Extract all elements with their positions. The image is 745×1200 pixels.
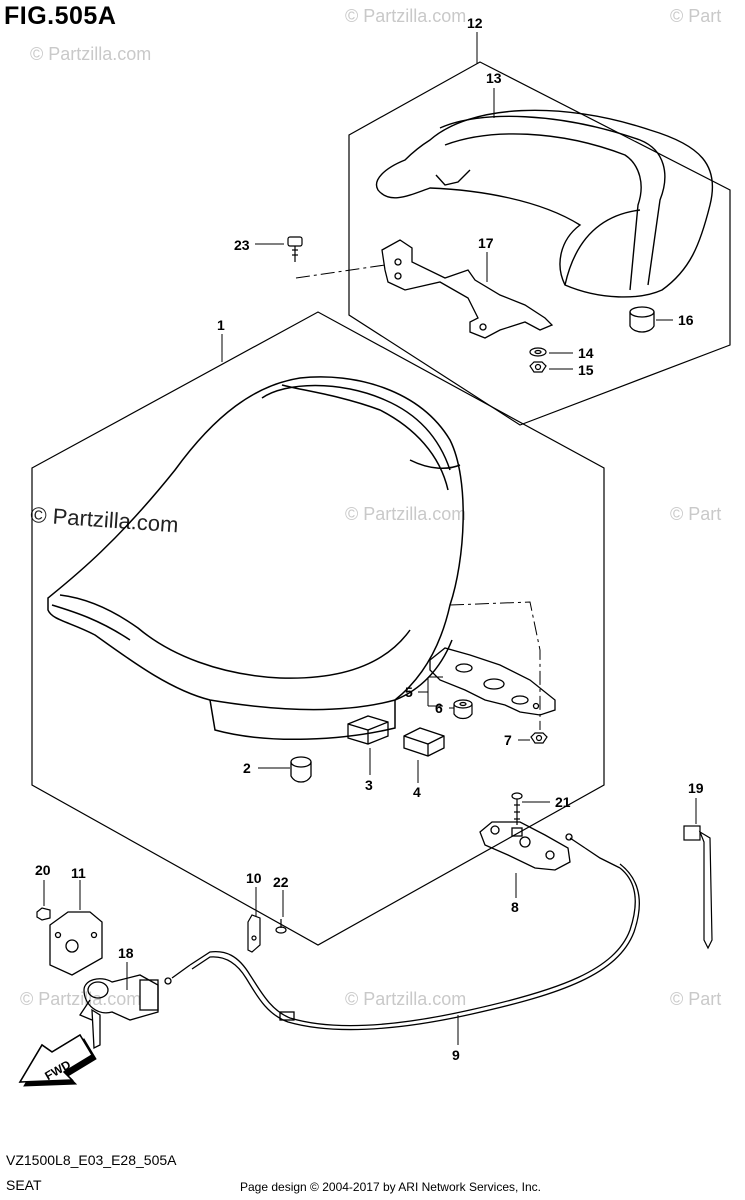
cushion-6	[453, 699, 473, 720]
watermark-bottom-left: © Partzilla.com	[20, 989, 141, 1009]
callout-11: 11	[71, 865, 86, 881]
callout-18: 18	[118, 945, 134, 961]
callout-12: 12	[467, 15, 483, 31]
callout-22: 22	[273, 874, 289, 890]
watermark-top-left: © Partzilla.com	[30, 44, 151, 64]
cushion-16	[629, 306, 655, 333]
cushion-2	[290, 756, 312, 783]
watermark-bottom-right: © Part	[670, 989, 721, 1009]
bracket-11	[49, 911, 103, 976]
callout-4: 4	[413, 784, 421, 800]
callout-20: 20	[35, 862, 51, 878]
bolt-23	[287, 236, 303, 262]
watermark-group: © Partzilla.com © Part © Partzilla.com ©…	[20, 6, 721, 1009]
bolt-23-dash	[295, 264, 386, 279]
front-seat	[47, 376, 464, 741]
watermark-top-center: © Partzilla.com	[345, 6, 466, 26]
screw-20	[36, 907, 51, 921]
nut-15	[529, 361, 547, 373]
callout-13: 13	[486, 70, 502, 86]
pad-4	[403, 727, 445, 757]
callout-2: 2	[243, 760, 251, 776]
screw-22	[275, 919, 287, 934]
section-name: SEAT	[6, 1177, 42, 1193]
plate-5	[429, 647, 556, 716]
callout-7: 7	[504, 732, 512, 748]
rear-seat-bracket	[381, 239, 554, 339]
seat-lock-set	[79, 974, 159, 1050]
watermark-bottom-center: © Partzilla.com	[345, 989, 466, 1009]
callout-labels: 12 13 23 17 1 16 14 15 5 6 7 2 3 4 21 8 …	[35, 15, 704, 1063]
model-code: VZ1500L8_E03_E28_505A	[6, 1152, 177, 1168]
callout-16: 16	[678, 312, 694, 328]
fwd-arrow: FWD	[18, 1033, 97, 1087]
watermark-mid-center: © Partzilla.com	[345, 504, 466, 524]
figure-title: FIG.505A	[4, 2, 117, 30]
callout-15: 15	[578, 362, 594, 378]
nut-7	[530, 732, 548, 744]
rear-seat-pillion	[375, 109, 714, 298]
callout-8: 8	[511, 899, 519, 915]
callout-1: 1	[217, 317, 225, 333]
washer-14	[529, 347, 547, 357]
callout-9: 9	[452, 1047, 460, 1063]
watermark-top-right: © Part	[670, 6, 721, 26]
callout-17: 17	[478, 235, 494, 251]
watermark-mid-right: © Part	[670, 504, 721, 524]
bracket-10	[247, 914, 261, 953]
callout-14: 14	[578, 345, 594, 361]
callout-19: 19	[688, 780, 704, 796]
front-seat-boundary	[31, 311, 605, 946]
screw-21	[511, 792, 523, 825]
callout-3: 3	[365, 777, 373, 793]
rear-seat-boundary	[348, 61, 731, 426]
callout-10: 10	[246, 870, 262, 886]
callout-23: 23	[234, 237, 250, 253]
pad-3	[347, 715, 389, 745]
copyright-credit: Page design © 2004-2017 by ARI Network S…	[240, 1180, 542, 1194]
callout-5: 5	[405, 684, 413, 700]
callout-21: 21	[555, 794, 571, 810]
callout-6: 6	[435, 700, 443, 716]
plate-5-dash	[449, 601, 541, 730]
seat-release-cable	[164, 833, 640, 1031]
watermark-main: © Partzilla.com	[30, 502, 180, 537]
seat-lock-latch	[479, 821, 571, 871]
leader-lines	[43, 32, 697, 1045]
cable-tie-19	[683, 825, 713, 950]
